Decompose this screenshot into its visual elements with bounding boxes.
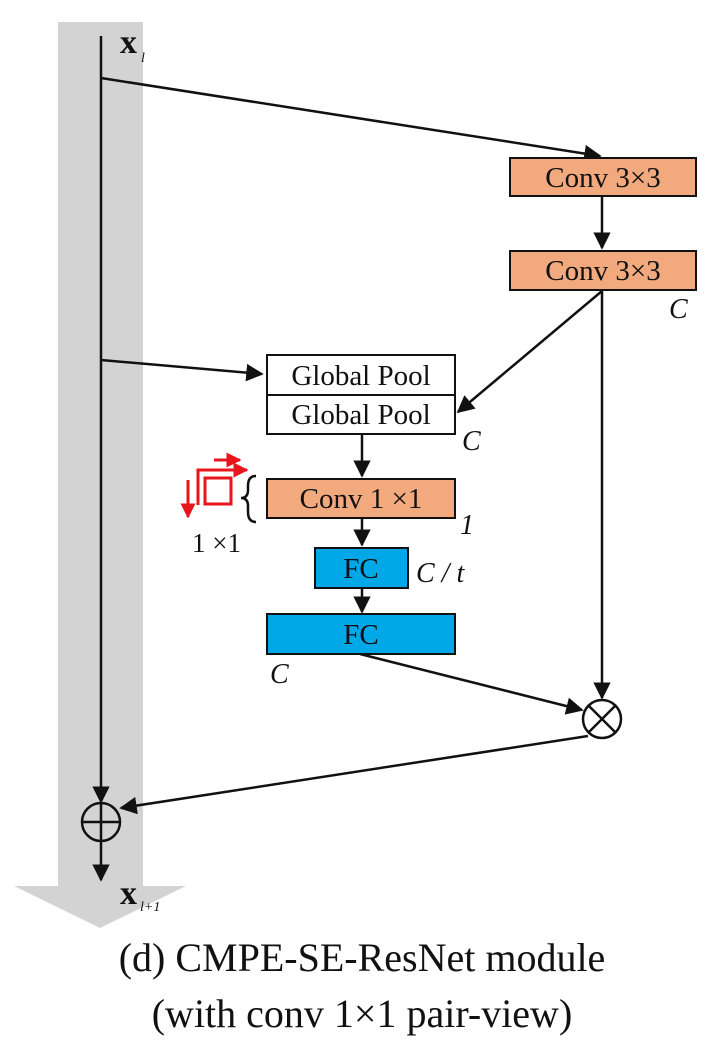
svg-text:Conv 3×3: Conv 3×3 xyxy=(545,162,660,194)
svg-text:Global Pool: Global Pool xyxy=(291,360,430,392)
input-label: x l xyxy=(120,24,145,66)
svg-text:Conv 1 ×1: Conv 1 ×1 xyxy=(300,483,423,515)
dim-label-fc-small: C / t xyxy=(416,558,465,589)
pair-view-label: 1 ×1 xyxy=(192,528,241,558)
svg-text:x: x xyxy=(120,875,137,912)
arrow-input-to-pool xyxy=(100,358,264,382)
add-operator-icon xyxy=(80,801,122,843)
svg-text:FC: FC xyxy=(343,553,378,585)
dim-label-conv1x1: 1 xyxy=(460,510,474,541)
conv1x1-box: Conv 1 ×1 xyxy=(266,478,456,519)
caption-line-1: (d) CMPE-SE-ResNet module xyxy=(118,935,606,980)
pair-view-brace xyxy=(240,474,257,524)
svg-text:Conv 3×3: Conv 3×3 xyxy=(545,255,660,287)
svg-text:l: l xyxy=(141,51,145,66)
caption-line-2: (with conv 1×1 pair-view) xyxy=(151,991,573,1036)
arrow-input-to-conv1 xyxy=(100,76,602,163)
conv3x3-box-2: Conv 3×3 xyxy=(509,250,697,291)
svg-text:FC: FC xyxy=(343,619,378,651)
fc-box-small: FC xyxy=(314,547,409,589)
multiply-operator-icon xyxy=(581,698,623,740)
global-pool-box-bottom: Global Pool xyxy=(266,394,456,435)
global-pool-box-top: Global Pool xyxy=(266,354,456,396)
cmpe-se-resnet-diagram: x l x l+1 Conv 3×3 Conv 3×3 C Global Poo… xyxy=(14,22,697,928)
dim-label-conv2: C xyxy=(669,294,688,325)
dim-label-fc-large: C xyxy=(270,659,289,690)
svg-text:Global Pool: Global Pool xyxy=(291,399,430,431)
pair-view-icon xyxy=(180,452,249,519)
dim-label-pool: C xyxy=(462,426,481,457)
svg-text:x: x xyxy=(120,24,137,61)
fc-box-large: FC xyxy=(266,613,456,655)
arrow-conv2-to-pool xyxy=(456,290,603,414)
output-label: x l+1 xyxy=(120,875,160,915)
arrow-fc-to-multiply xyxy=(359,652,584,715)
arrow-multiply-to-add xyxy=(119,734,589,815)
conv3x3-box-1: Conv 3×3 xyxy=(509,157,697,197)
svg-text:l+1: l+1 xyxy=(140,900,160,915)
